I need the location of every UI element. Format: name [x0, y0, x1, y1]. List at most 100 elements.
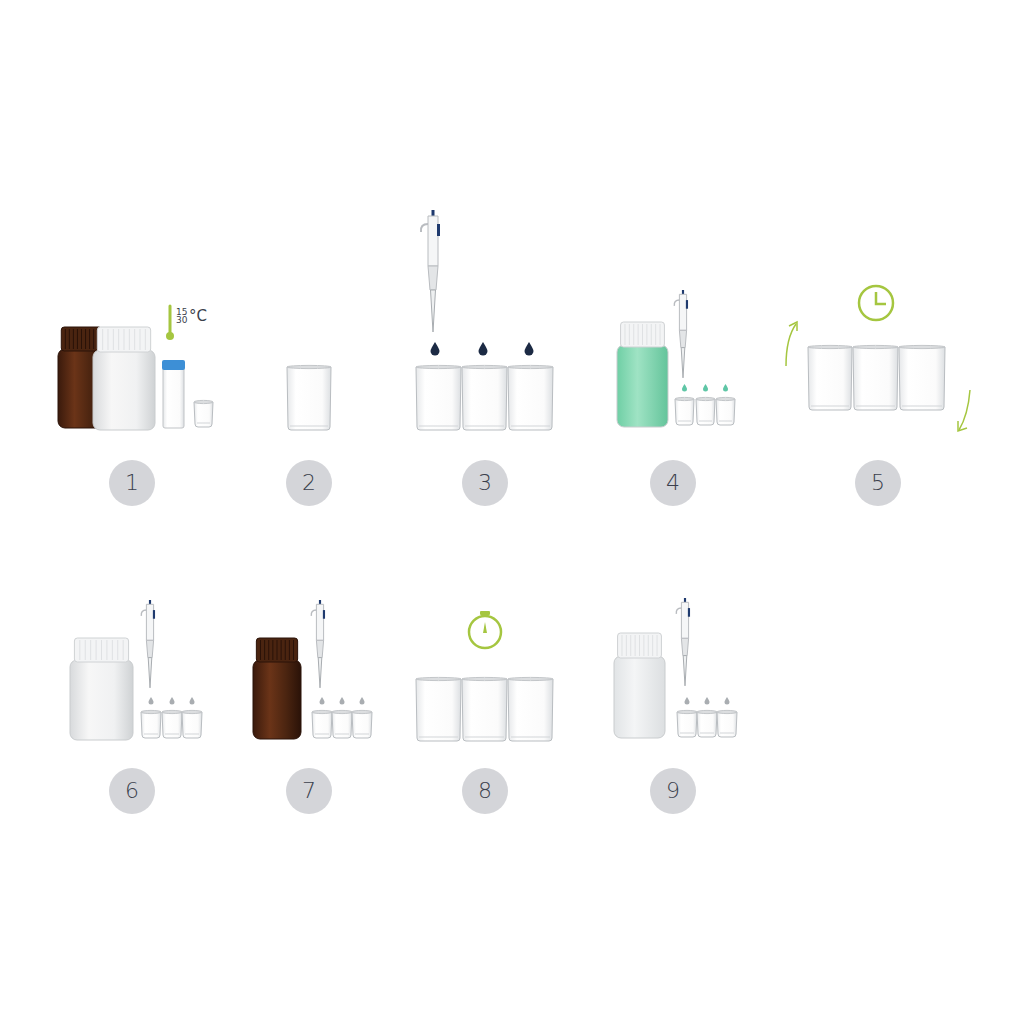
pipette-plunger — [319, 600, 321, 604]
beaker-base — [144, 734, 158, 735]
beaker-glass — [194, 402, 213, 427]
cap-ridge — [651, 324, 652, 345]
step-number: 1 — [125, 472, 139, 494]
step-number: 6 — [125, 780, 139, 802]
cap-ridge — [101, 640, 102, 660]
beaker-rim — [416, 365, 461, 368]
reagent-bottle — [617, 322, 668, 427]
cap-ridge — [621, 635, 622, 656]
pipette — [311, 600, 325, 688]
beaker-base — [811, 406, 849, 407]
cap-ridge — [285, 640, 286, 660]
temperature-label: °C — [189, 309, 207, 324]
beaker — [287, 365, 331, 430]
pipette — [676, 598, 690, 686]
beaker-base — [465, 737, 504, 738]
drop — [340, 697, 345, 705]
cap-ridge — [655, 324, 656, 345]
beaker-rim — [508, 677, 553, 680]
beaker-glass — [182, 712, 202, 738]
beaker-glass — [162, 712, 182, 738]
beaker — [508, 365, 553, 430]
beaker-rim — [677, 710, 697, 713]
cap-ridge — [646, 324, 647, 345]
step-number: 4 — [666, 472, 680, 494]
drop — [479, 342, 488, 356]
beaker-base — [856, 406, 895, 407]
beaker — [332, 710, 352, 738]
drop — [360, 697, 365, 705]
pipette-shaft — [428, 266, 438, 290]
pipette-shaft — [679, 330, 686, 347]
step-number-circle: 9 — [650, 768, 696, 814]
beaker-rim — [462, 677, 507, 680]
pipette-button — [153, 610, 155, 619]
pipette-body — [428, 216, 438, 266]
drop — [725, 697, 730, 705]
beaker-rim — [808, 345, 852, 348]
cap-ridge — [96, 640, 97, 660]
beaker-glass — [808, 347, 852, 410]
reagent-bottle — [93, 327, 155, 430]
beaker-glass — [899, 347, 945, 410]
beaker — [675, 397, 694, 425]
beaker-glass — [716, 399, 735, 425]
beaker — [462, 365, 507, 430]
beaker-base — [419, 737, 458, 738]
cap-ridge — [79, 640, 80, 660]
beaker-rim — [141, 710, 161, 713]
beaker-base — [335, 734, 349, 735]
cap-ridge — [281, 640, 282, 660]
pipette-plunger — [684, 598, 686, 602]
bottle-cap — [97, 327, 150, 352]
beaker-glass — [853, 347, 898, 410]
cap-ridge — [106, 640, 107, 660]
beaker-glass — [462, 367, 507, 430]
beaker-base — [197, 423, 210, 424]
sample-tube — [163, 367, 184, 428]
pipette — [421, 210, 440, 332]
beaker-rim — [716, 397, 735, 400]
step-number: 9 — [666, 780, 680, 802]
pipette-button — [323, 610, 325, 619]
beaker-rim — [182, 710, 202, 713]
pipette-button — [437, 224, 440, 236]
cap-ridge — [112, 640, 113, 660]
pipette-shaft — [681, 638, 688, 655]
beaker-base — [699, 421, 712, 422]
pipette-body — [679, 294, 686, 330]
beaker — [162, 710, 182, 738]
bottle-body — [253, 660, 301, 739]
beaker — [853, 345, 898, 410]
step-number-circle: 7 — [286, 768, 332, 814]
drop — [682, 384, 687, 392]
step-number: 7 — [302, 780, 316, 802]
cap-ridge — [660, 324, 661, 345]
step-number-circle: 6 — [109, 768, 155, 814]
cap-ridge — [630, 635, 631, 656]
pipette-shaft — [316, 640, 323, 657]
cap-ridge — [633, 324, 634, 345]
beaker — [182, 710, 202, 738]
reagent-bottle — [70, 638, 133, 740]
beaker — [194, 400, 213, 427]
pipette-button — [686, 300, 688, 309]
beaker — [141, 710, 161, 738]
cap-ridge — [648, 635, 649, 656]
beaker-glass — [416, 367, 461, 430]
beaker — [416, 365, 461, 430]
beaker-base — [511, 737, 550, 738]
beaker-rim — [899, 345, 945, 348]
reagent-bottle — [253, 638, 301, 739]
step-number: 3 — [478, 472, 492, 494]
drop — [320, 697, 325, 705]
beaker-glass — [697, 712, 717, 737]
drop — [685, 697, 690, 705]
pipette-plunger — [682, 290, 684, 294]
beaker-base — [419, 426, 458, 427]
step-number: 5 — [871, 472, 885, 494]
drop — [525, 342, 534, 356]
beaker — [716, 397, 735, 425]
cap-ridge — [272, 640, 273, 660]
cap-ridge — [642, 324, 643, 345]
